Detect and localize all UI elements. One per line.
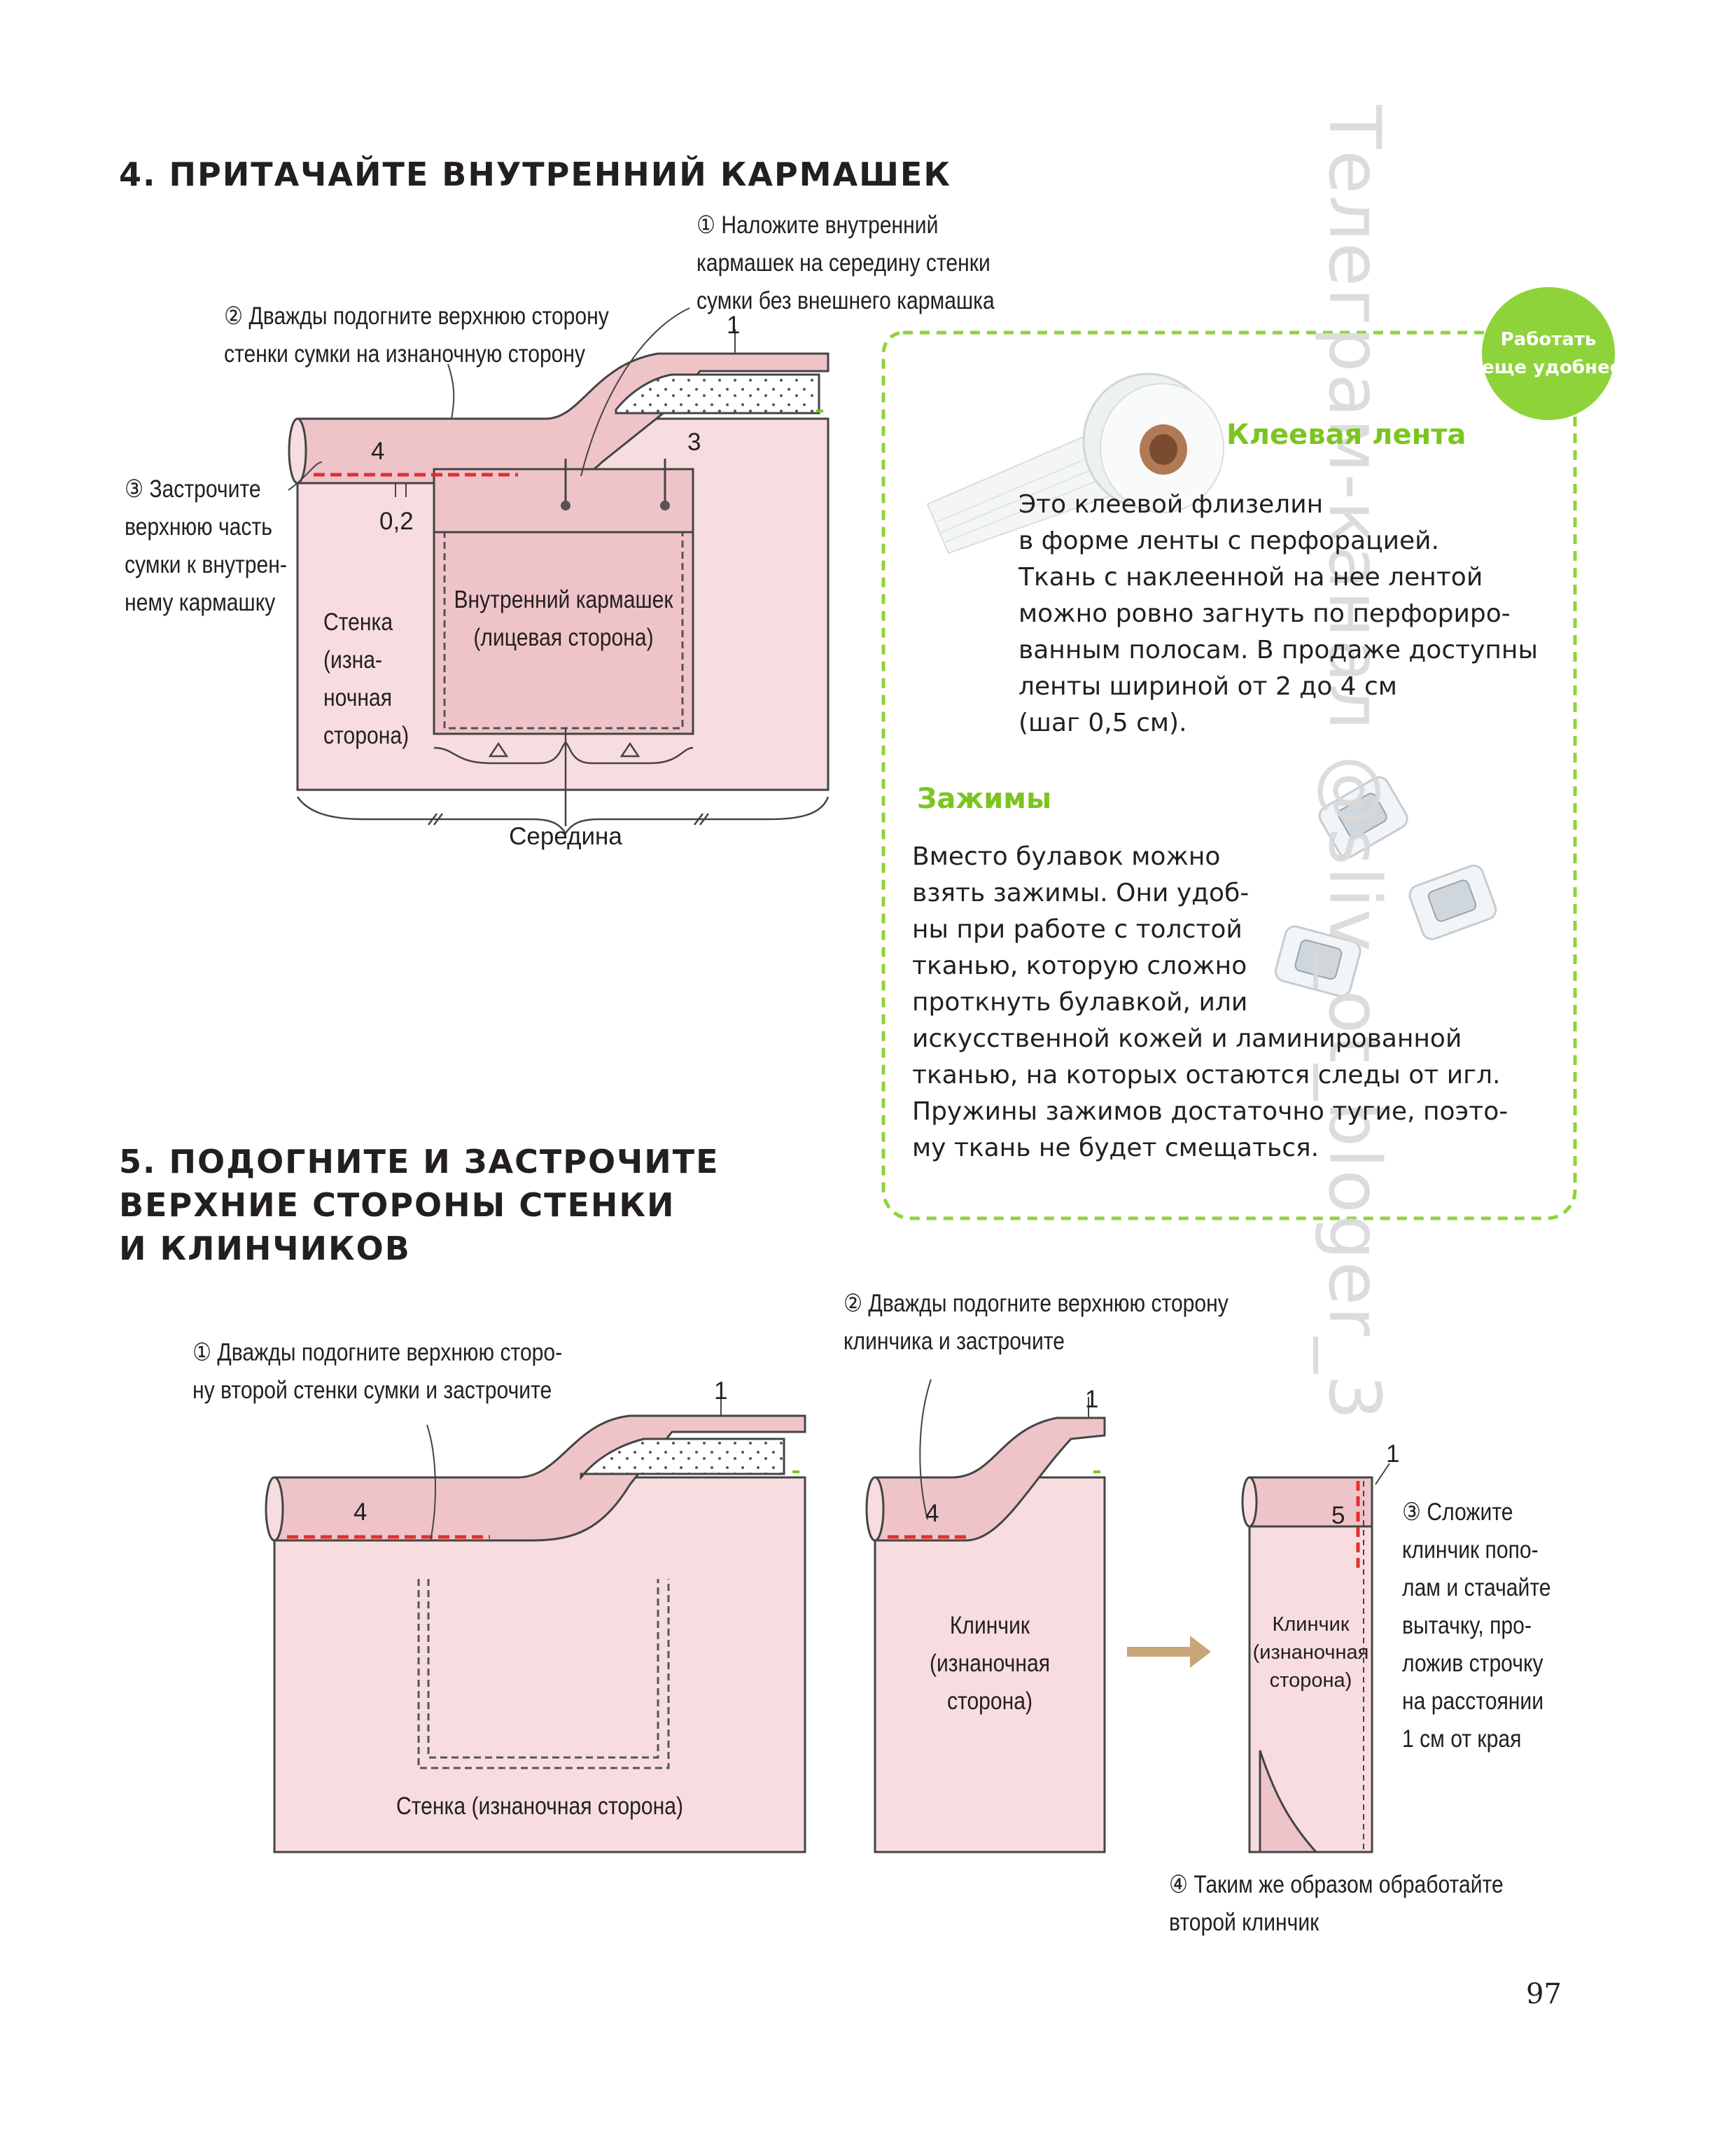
step4-heading: 4. ПРИТАЧАЙТЕ ВНУТРЕННИЙ КАРМАШЕК bbox=[119, 155, 951, 193]
tape-title: Клеевая лента bbox=[1226, 419, 1466, 451]
step4-diagram bbox=[288, 307, 830, 835]
step5-callout-1: ① Дважды подогните верхнюю сторо- ну вто… bbox=[192, 1339, 563, 1404]
tape-text: Это клеевой флизелин в форме ленты с пер… bbox=[1018, 490, 1538, 737]
step4-callout-1: ① Наложите внутренний кармашек на середи… bbox=[696, 211, 995, 314]
badge-circle bbox=[1482, 287, 1615, 420]
step4-callout-2: ② Дважды подогните верхнюю сторону стенк… bbox=[224, 302, 609, 368]
tip-badge: Работать еще удобнее! bbox=[1482, 329, 1631, 378]
inner-pocket bbox=[433, 468, 694, 735]
clips-image bbox=[1274, 776, 1497, 998]
step5-gusset-label: Клинчик (изнаночная сторона) bbox=[929, 1612, 1051, 1715]
clips-title: Зажимы bbox=[917, 783, 1052, 815]
step5-dim-1c: 1 bbox=[1386, 1440, 1400, 1468]
step4-dim-3: 3 bbox=[687, 429, 701, 456]
step5-wall-label: Стенка (изнаночная сторона) bbox=[396, 1793, 684, 1820]
next-arrow bbox=[1127, 1636, 1211, 1668]
step4-callout-3: ③ Застрочите верхнюю часть сумки к внутр… bbox=[125, 475, 287, 616]
step5-callout-2: ② Дважды подогните верхнюю сторону клинч… bbox=[844, 1290, 1228, 1355]
middle-label: Середина bbox=[509, 823, 622, 850]
clips-text: Вместо булавок можно взять зажимы. Они у… bbox=[912, 842, 1508, 1162]
step5-dim-4b: 4 bbox=[925, 1500, 939, 1527]
pocket-interfacing bbox=[615, 373, 820, 415]
step5-dim-4a: 4 bbox=[354, 1498, 368, 1526]
step5-gusset-diagram bbox=[865, 1379, 1106, 1853]
step5-callout-3: ③ Сложите клинчик попо- лам и стачайте в… bbox=[1402, 1498, 1551, 1753]
wall-label: Стенка (изна- ночная сторона) bbox=[323, 608, 410, 749]
step4-dim-4: 4 bbox=[371, 438, 385, 465]
step4-dim-1: 1 bbox=[727, 312, 741, 339]
step5-heading: 5. ПОДОГНИТЕ И ЗАСТРОЧИТЕ ВЕРХНИЕ СТОРОН… bbox=[119, 1143, 720, 1267]
step5-dim-1b: 1 bbox=[1085, 1386, 1099, 1413]
adhesive-tape-image bbox=[926, 373, 1224, 555]
step5-dim-1a: 1 bbox=[714, 1377, 728, 1405]
step5-callout-4: ④ Таким же образом обработайте второй кл… bbox=[1169, 1871, 1504, 1936]
inner-pocket-label: Внутренний кармашек (лицевая сторона) bbox=[454, 586, 673, 651]
step5-wall-diagram bbox=[265, 1393, 806, 1853]
tip-box-frame bbox=[881, 287, 1615, 1220]
page-number: 97 bbox=[1526, 1978, 1562, 2010]
step4-dim-02: 0,2 bbox=[379, 508, 414, 535]
step5-folded-gusset bbox=[1241, 1463, 1390, 1853]
step5-folded-gusset-label: Клинчик (изнаночная сторона) bbox=[1252, 1613, 1369, 1692]
step5-dim-5: 5 bbox=[1331, 1502, 1345, 1529]
